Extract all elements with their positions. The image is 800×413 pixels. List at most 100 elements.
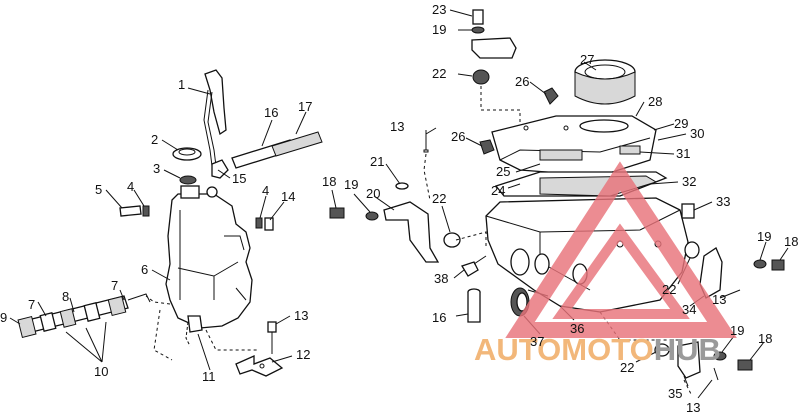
nut-14 — [264, 217, 274, 231]
bolt-5 — [119, 205, 142, 217]
callout-28: 28 — [648, 94, 662, 109]
bolt-18-lower — [737, 359, 753, 371]
callout-29: 29 — [674, 116, 688, 131]
watermark-triangle-inner — [552, 223, 690, 319]
bracket-20 — [383, 201, 440, 263]
grommet-22-lower — [654, 343, 670, 357]
callout-30: 30 — [690, 126, 704, 141]
callout-9: 9 — [0, 310, 7, 325]
callout-20: 20 — [366, 186, 380, 201]
watermark-prefix: AUTOMOTO — [474, 332, 654, 367]
clip-26-left — [479, 139, 495, 155]
callout-11: 11 — [202, 369, 216, 384]
callout-4a: 4 — [127, 179, 134, 194]
callout-18a: 18 — [322, 174, 336, 189]
callout-27: 27 — [580, 52, 594, 67]
callout-23: 23 — [432, 2, 446, 17]
callout-22b: 22 — [432, 191, 446, 206]
bolt-23 — [472, 9, 484, 25]
grommet-33 — [681, 203, 695, 219]
callout-15: 15 — [232, 171, 246, 186]
callout-19c: 19 — [757, 229, 771, 244]
callout-18c: 18 — [758, 331, 772, 346]
washer-4a — [142, 205, 150, 217]
hose-sleeve — [271, 131, 323, 157]
oil-tank — [165, 193, 253, 329]
callout-18b: 18 — [784, 234, 798, 249]
callout-33: 33 — [716, 194, 730, 209]
callout-16a: 16 — [264, 105, 278, 120]
grommet-21 — [395, 182, 409, 190]
callout-8: 8 — [62, 289, 69, 304]
callout-24: 24 — [491, 183, 505, 198]
washer-19-top — [471, 26, 485, 34]
callout-31: 31 — [676, 146, 690, 161]
grommet-22-mid — [443, 232, 461, 248]
callout-6: 6 — [141, 262, 148, 277]
washer-19-right — [753, 259, 767, 269]
callout-14: 14 — [281, 189, 295, 204]
drain-tube — [467, 288, 481, 323]
callout-34: 34 — [682, 302, 696, 317]
clip-26-top — [543, 87, 559, 105]
cap-seal — [179, 175, 197, 185]
callout-32: 32 — [682, 174, 696, 189]
hose-clamp-8a — [39, 311, 57, 333]
callout-7b: 7 — [28, 297, 35, 312]
bracket-35 — [677, 341, 701, 379]
callout-4b: 4 — [262, 183, 269, 198]
washer-4b — [255, 217, 263, 229]
callout-10: 10 — [94, 364, 108, 379]
mount-bracket — [235, 354, 284, 377]
watermark-triangle — [505, 161, 737, 338]
callout-21: 21 — [370, 154, 384, 169]
callout-36: 36 — [570, 321, 584, 336]
washer-19-left — [365, 211, 379, 221]
washer-19-lower — [713, 351, 727, 361]
callout-22a: 22 — [432, 66, 446, 81]
leader-lines — [9, 9, 789, 399]
callout-13c: 13 — [712, 292, 726, 307]
callout-17: 17 — [298, 99, 312, 114]
oil-tank-assembly — [17, 69, 323, 377]
callout-22c: 22 — [662, 282, 676, 297]
hose-clamp-8d — [107, 295, 127, 317]
callout-26b: 26 — [451, 129, 465, 144]
callout-16b: 16 — [432, 310, 446, 325]
callout-13d: 13 — [686, 400, 700, 413]
air-box-lid — [491, 115, 657, 177]
callout-3: 3 — [153, 161, 160, 176]
callout-25: 25 — [496, 164, 510, 179]
callout-1: 1 — [178, 77, 185, 92]
callout-13a: 13 — [294, 308, 308, 323]
callout-37: 37 — [530, 334, 544, 349]
top-cap — [471, 37, 517, 59]
grommet-22-right — [684, 241, 700, 259]
callout-13b: 13 — [390, 119, 404, 134]
hose-clamp-8c — [83, 301, 101, 323]
air-box-assembly — [329, 9, 785, 397]
bolt-18-left — [329, 207, 345, 219]
callout-7a: 7 — [111, 278, 118, 293]
filler-neck — [180, 185, 200, 199]
watermark-text: AUTOMOTOHUB — [474, 332, 721, 367]
callout-5: 5 — [95, 182, 102, 197]
callout-35: 35 — [668, 386, 682, 401]
grommet-22-top — [472, 69, 490, 85]
hose-clamp-8b — [59, 308, 77, 328]
bolt-18-right — [771, 259, 785, 271]
callout-19d: 19 — [730, 323, 744, 338]
watermark: AUTOMOTOHUB — [474, 161, 737, 367]
hose-fitting-38 — [461, 261, 479, 277]
callout-38: 38 — [434, 271, 448, 286]
callout-22d: 22 — [620, 360, 634, 375]
callout-19a: 19 — [432, 22, 446, 37]
callout-26a: 26 — [515, 74, 529, 89]
hose-clamp-9 — [17, 315, 37, 339]
watermark-suffix: HUB — [654, 332, 721, 367]
callout-19b: 19 — [344, 177, 358, 192]
callout-12: 12 — [296, 347, 310, 362]
